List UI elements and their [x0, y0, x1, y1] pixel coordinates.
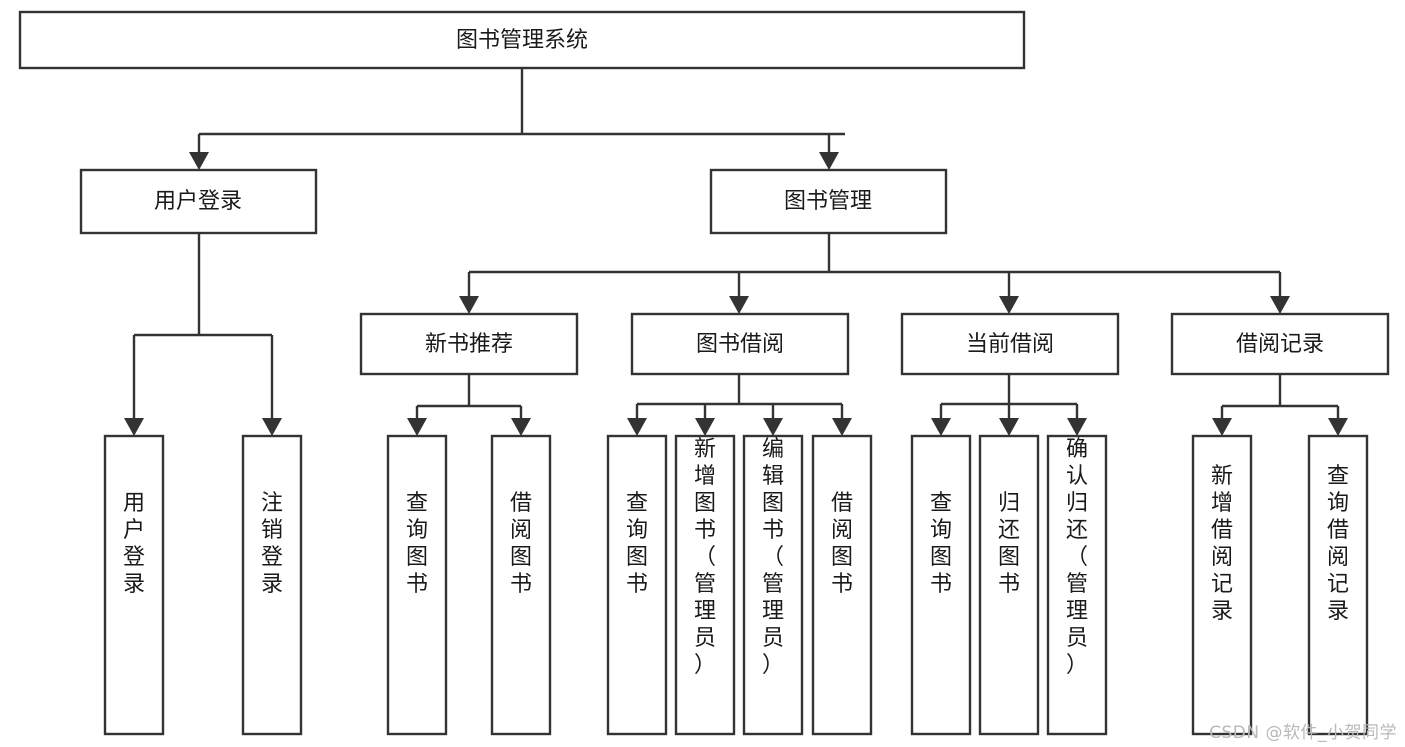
- leaf-box[interactable]: [674, 434, 736, 736]
- arrow-book-borrow-leaf2: [695, 418, 715, 436]
- connectors-borrow-record-to-leaves: [1212, 374, 1348, 436]
- leaf-label: 新增图书（管理员）: [694, 437, 716, 678]
- leaf-label: 确认归还（管理员）: [1066, 437, 1088, 678]
- leaf-label: 归还图书: [998, 491, 1020, 597]
- arrow-to-book-mgmt: [819, 152, 839, 170]
- leaf-box[interactable]: [606, 434, 668, 736]
- leaf-box[interactable]: [103, 434, 165, 736]
- leaf-user-login-1[interactable]: 用户登录: [103, 434, 165, 736]
- leaf-new-book-query[interactable]: 查询图书: [386, 434, 448, 736]
- arrow-new-book-leaf1: [407, 418, 427, 436]
- arrow-current-borrow-leaf2: [999, 418, 1019, 436]
- connectors-current-borrow-to-leaves: [931, 374, 1087, 436]
- arrow-current-borrow-leaf3: [1067, 418, 1087, 436]
- arrow-user-login-leaf2: [262, 418, 282, 436]
- leaf-book-edit-admin[interactable]: 编辑图书（管理员）: [742, 434, 804, 736]
- current-borrow-box[interactable]: [900, 312, 1120, 376]
- node-user-login[interactable]: 用户登录: [79, 168, 318, 235]
- arrow-to-new-book: [459, 296, 479, 314]
- leaf-current-query[interactable]: 查询图书: [910, 434, 972, 736]
- leaf-box[interactable]: [742, 434, 804, 736]
- arrow-to-user-login: [189, 152, 209, 170]
- arrow-to-current-borrow: [999, 296, 1019, 314]
- connectors-book-borrow-to-leaves: [627, 374, 852, 436]
- user-login-box[interactable]: [79, 168, 318, 235]
- root-label: 图书管理系统: [456, 28, 588, 53]
- leaf-box[interactable]: [811, 434, 873, 736]
- leaf-user-logout[interactable]: 注销登录: [241, 434, 303, 736]
- leaf-box[interactable]: [1191, 434, 1253, 736]
- connectors-user-login-to-leaves: [124, 233, 282, 436]
- leaf-label: 注销登录: [261, 491, 283, 597]
- leaf-book-borrow-query[interactable]: 查询图书: [606, 434, 668, 736]
- leaf-box[interactable]: [386, 434, 448, 736]
- connectors-new-book-to-leaves: [407, 374, 531, 436]
- connectors-root-to-level2: [189, 68, 845, 170]
- connectors-book-mgmt-to-level3: [459, 233, 1290, 314]
- leaf-label: 查询借阅记录: [1327, 464, 1349, 624]
- leaf-book-add-admin[interactable]: 新增图书（管理员）: [674, 434, 736, 736]
- node-current-borrow[interactable]: 当前借阅: [900, 312, 1120, 376]
- arrow-current-borrow-leaf1: [931, 418, 951, 436]
- leaf-label: 查询图书: [406, 491, 428, 597]
- leaf-box[interactable]: [1046, 434, 1108, 736]
- book-management-label: 图书管理: [784, 189, 872, 214]
- root-box[interactable]: [18, 10, 1026, 70]
- user-login-label: 用户登录: [154, 189, 242, 214]
- node-book-borrow[interactable]: 图书借阅: [630, 312, 850, 376]
- arrow-to-borrow-record: [1270, 296, 1290, 314]
- leaf-record-add[interactable]: 新增借阅记录: [1191, 434, 1253, 736]
- arrow-borrow-record-leaf2: [1328, 418, 1348, 436]
- leaf-label: 借阅图书: [510, 491, 532, 597]
- arrow-borrow-record-leaf1: [1212, 418, 1232, 436]
- book-management-box[interactable]: [709, 168, 948, 235]
- book-borrow-box[interactable]: [630, 312, 850, 376]
- leaf-box[interactable]: [241, 434, 303, 736]
- leaf-new-book-borrow[interactable]: 借阅图书: [490, 434, 552, 736]
- node-new-book-recommend[interactable]: 新书推荐: [359, 312, 579, 376]
- leaf-current-confirm-return-admin[interactable]: 确认归还（管理员）: [1046, 434, 1108, 736]
- leaf-record-query[interactable]: 查询借阅记录: [1307, 434, 1369, 736]
- arrow-book-borrow-leaf4: [832, 418, 852, 436]
- new-book-recommend-label: 新书推荐: [425, 332, 513, 357]
- borrow-record-box[interactable]: [1170, 312, 1390, 376]
- node-book-management[interactable]: 图书管理: [709, 168, 948, 235]
- book-borrow-label: 图书借阅: [696, 332, 784, 357]
- arrow-to-book-borrow: [729, 296, 749, 314]
- leaf-current-return[interactable]: 归还图书: [978, 434, 1040, 736]
- leaf-label: 查询图书: [930, 491, 952, 597]
- leaf-label: 编辑图书（管理员）: [762, 437, 784, 678]
- leaf-box[interactable]: [978, 434, 1040, 736]
- leaf-label: 用户登录: [123, 491, 145, 597]
- leaf-label: 借阅图书: [831, 491, 853, 597]
- arrow-book-borrow-leaf1: [627, 418, 647, 436]
- arrow-user-login-leaf1: [124, 418, 144, 436]
- leaf-box[interactable]: [1307, 434, 1369, 736]
- node-borrow-record[interactable]: 借阅记录: [1170, 312, 1390, 376]
- leaf-box[interactable]: [490, 434, 552, 736]
- node-root-book-management-system[interactable]: 图书管理系统: [18, 10, 1026, 70]
- borrow-record-label: 借阅记录: [1236, 332, 1324, 357]
- leaf-box[interactable]: [910, 434, 972, 736]
- leaf-label: 查询图书: [626, 491, 648, 597]
- leaf-book-borrow-action[interactable]: 借阅图书: [811, 434, 873, 736]
- new-book-recommend-box[interactable]: [359, 312, 579, 376]
- arrow-new-book-leaf2: [511, 418, 531, 436]
- leaf-label: 新增借阅记录: [1211, 464, 1233, 624]
- current-borrow-label: 当前借阅: [966, 332, 1054, 357]
- arrow-book-borrow-leaf3: [763, 418, 783, 436]
- csdn-watermark: CSDN @软件_小贺同学: [1209, 723, 1397, 743]
